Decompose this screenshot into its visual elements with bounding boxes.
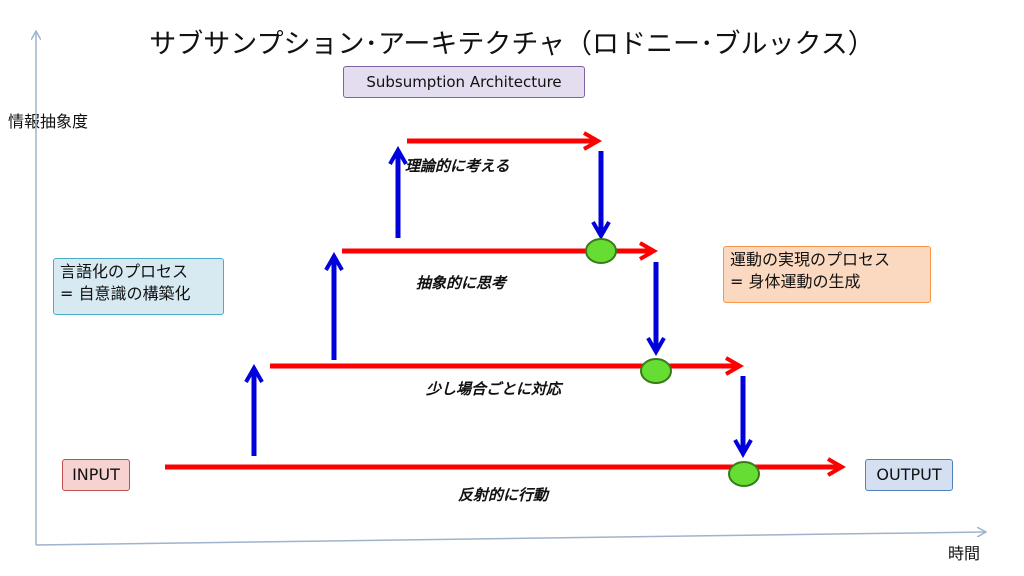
layer-1-label: 少し場合ごとに対応 xyxy=(426,380,562,398)
node-layer-0 xyxy=(728,461,760,487)
x-axis-label: 時間 xyxy=(948,544,981,563)
layer-3-label: 理論的に考える xyxy=(405,157,510,175)
node-layer-2 xyxy=(585,238,617,264)
motion-process-line2: = 身体運動の生成 xyxy=(730,272,861,291)
output-box: OUTPUT xyxy=(865,459,953,491)
node-layer-1 xyxy=(640,358,672,384)
page-title: サブサンプション･アーキテクチャ（ロドニー･ブルックス） xyxy=(149,29,875,60)
input-box: INPUT xyxy=(62,459,130,491)
language-process-line2: = 自意識の構築化 xyxy=(60,284,191,303)
x-axis xyxy=(35,532,985,546)
subtitle-box: Subsumption Architecture xyxy=(343,66,585,98)
motion-process-line1: 運動の実現のプロセス xyxy=(730,250,891,269)
y-axis-label: 情報抽象度 xyxy=(8,112,89,131)
motion-process-box: 運動の実現のプロセス = 身体運動の生成 xyxy=(723,246,931,303)
layer-2-label: 抽象的に思考 xyxy=(416,274,507,292)
language-process-line1: 言語化のプロセス xyxy=(60,262,189,281)
language-process-box: 言語化のプロセス = 自意識の構築化 xyxy=(53,258,224,315)
layer-0-label: 反射的に行動 xyxy=(458,486,549,504)
